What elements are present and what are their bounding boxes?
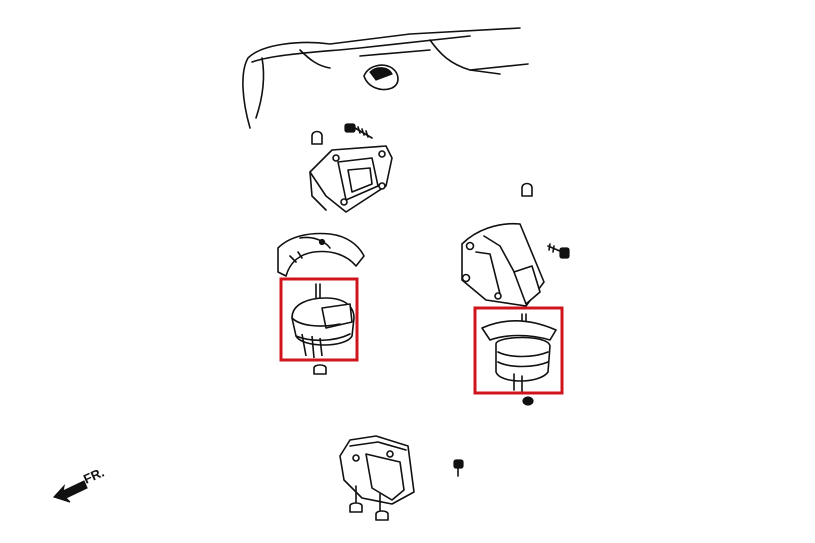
left-heat-shield [277, 232, 365, 277]
left-mount-highlight [279, 277, 359, 362]
bolt [344, 123, 373, 139]
front-arrow-icon [52, 480, 88, 503]
right-upper-bracket [461, 182, 570, 307]
front-label: FR. [81, 465, 106, 487]
bolt [453, 459, 464, 477]
rear-transmission-mount [339, 435, 464, 521]
upper-left-bracket [309, 123, 393, 213]
front-direction-indicator: FR. [52, 465, 106, 503]
right-mount-highlight [473, 306, 564, 395]
right-engine-mount [473, 306, 564, 406]
engine-block [242, 27, 529, 129]
left-engine-mount [279, 277, 359, 375]
bolt [547, 243, 570, 259]
